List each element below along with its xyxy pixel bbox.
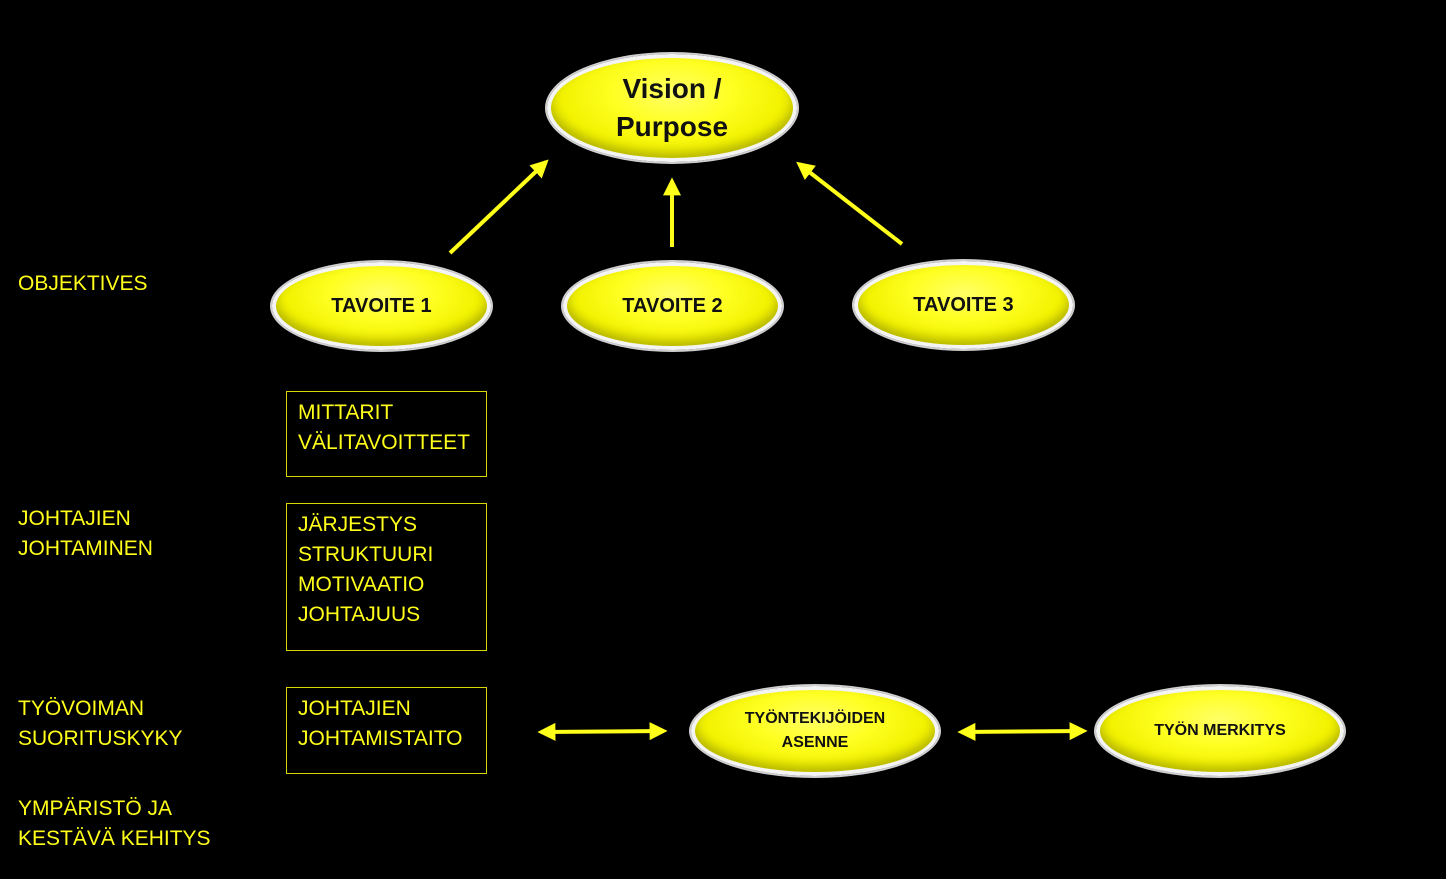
vision-ellipse: Vision / Purpose (547, 54, 797, 162)
structure-box: JÄRJESTYS STRUKTUURI MOTIVAATIO JOHTAJUU… (286, 503, 487, 651)
label-workforce: TYÖVOIMAN SUORITUSKYKY (18, 697, 183, 750)
meaning-label: TYÖN MERKITYS (1154, 722, 1286, 739)
goal-ellipse-3: TAVOITE 3 (854, 261, 1073, 349)
arrow-skill-attitude (537, 722, 668, 741)
goal-ellipse-2: TAVOITE 2 (563, 262, 782, 350)
attitude-ellipse: TYÖNTEKIJÖIDEN ASENNE (691, 686, 939, 776)
meaning-ellipse: TYÖN MERKITYS (1096, 686, 1344, 776)
goal-label-3: TAVOITE 3 (913, 293, 1014, 316)
arrow-goal1-to-vision (448, 159, 549, 255)
goal-ellipse-1: TAVOITE 1 (272, 262, 491, 350)
goal-label-1: TAVOITE 1 (331, 294, 432, 317)
label-leadership: JOHTAJIEN JOHTAMINEN (18, 507, 153, 560)
vision-line-1: Vision / (622, 73, 722, 104)
attitude-line-1: TYÖNTEKIJÖIDEN (744, 710, 886, 727)
attitude-line-2: ASENNE (781, 734, 849, 751)
label-objectives: OBJEKTIVES (18, 272, 148, 295)
arrow-attitude-meaning (957, 722, 1088, 741)
arrow-goal3-to-vision (796, 161, 904, 246)
skill-box: JOHTAJIEN JOHTAMISTAITO (286, 687, 487, 774)
goal-label-2: TAVOITE 2 (622, 294, 723, 317)
metrics-box: MITTARIT VÄLITAVOITTEET (286, 391, 487, 477)
vision-line-2: Purpose (615, 111, 729, 142)
label-environment: YMPÄRISTÖ JA KESTÄVÄ KEHITYS (18, 797, 211, 850)
